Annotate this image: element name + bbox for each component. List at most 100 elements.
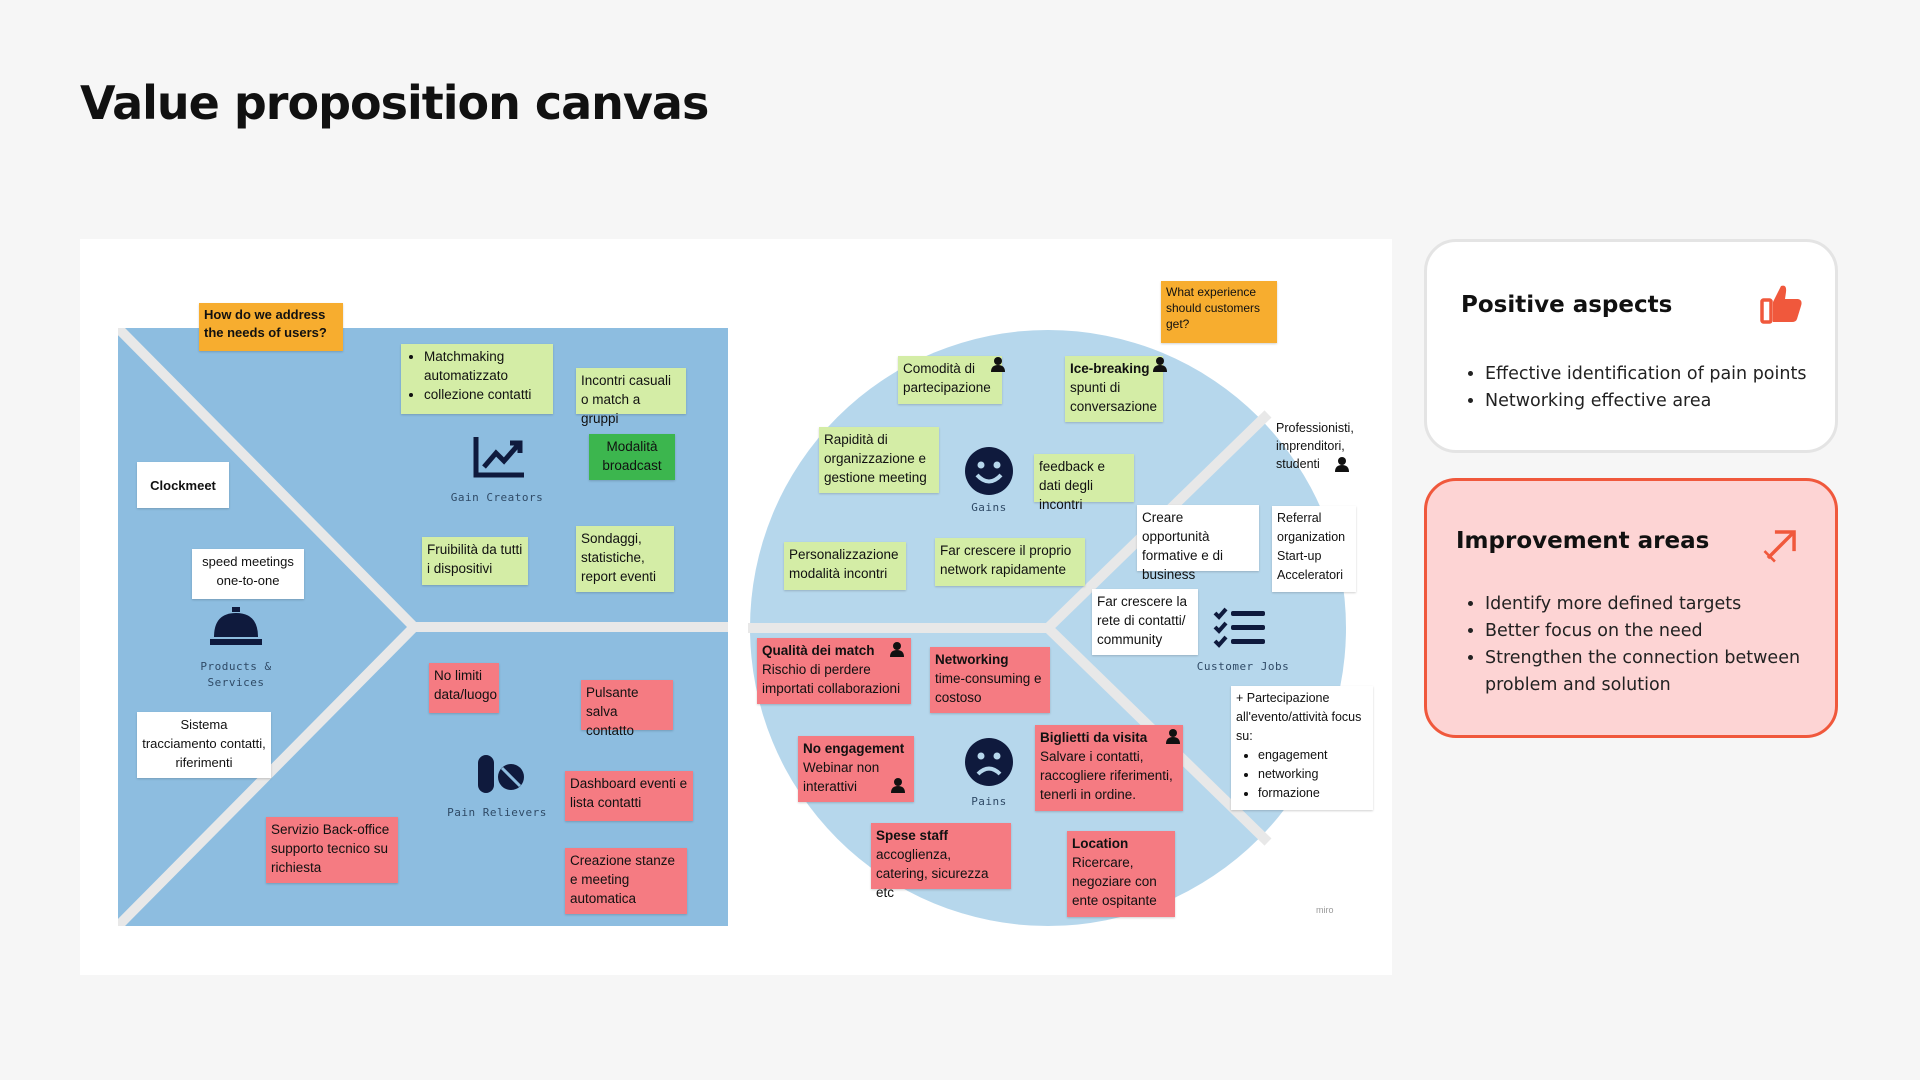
random-meetings: Incontri casuali o match a gruppi <box>581 373 672 426</box>
segments: Professionisti, imprenditori, studenti <box>1276 421 1354 471</box>
icebreaking-body: spunti di conversazione <box>1070 380 1158 414</box>
backoffice-note: Servizio Back-office supporto tecnico su… <box>266 817 398 883</box>
products-services-label: Products & Services <box>200 660 272 689</box>
comfort: Comodità di partecipazione <box>903 361 991 395</box>
backoffice: Servizio Back-office supporto tecnico su… <box>271 822 390 875</box>
positive-aspect-item: Effective identification of pain points <box>1485 361 1825 388</box>
location-body: Ricercare, negoziare con ente ospitante <box>1072 855 1157 908</box>
matchmaking-item: Matchmaking automatizzato <box>424 347 548 385</box>
customer-question-note: What experience should customers get? <box>1161 281 1277 343</box>
page-title: Value proposition canvas <box>80 76 709 130</box>
participation-note: + Partecipazione all'evento/attività foc… <box>1231 686 1373 810</box>
location-title: Location <box>1072 836 1129 851</box>
person-icon <box>991 357 1005 372</box>
save-button-text: Pulsante salva contatto <box>586 685 639 738</box>
matchmaking-list: Matchmaking automatizzato collezione con… <box>406 347 548 404</box>
pains-label: Pains <box>971 795 1007 808</box>
comfort-note: Comodità di partecipazione <box>898 356 1002 404</box>
improvement-areas-card: Improvement areas Identify more defined … <box>1424 478 1838 738</box>
miro-watermark: miro <box>1316 905 1334 915</box>
value-map-question: How do we address the needs of users? <box>204 307 327 340</box>
referral-note: Referral organization Start-up Accelerat… <box>1272 506 1356 592</box>
improvement-areas-title: Improvement areas <box>1456 528 1710 554</box>
product-name-note: Clockmeet <box>137 462 229 508</box>
chart-trend-icon <box>473 437 524 478</box>
positive-aspect-item: Networking effective area <box>1485 388 1825 415</box>
rapidity: Rapidità di organizzazione e gestione me… <box>824 432 927 485</box>
business-cards-title: Biglietti da visita <box>1040 730 1148 745</box>
save-button-note: Pulsante salva contatto <box>581 680 673 738</box>
engagement-body: Webinar non interattivi <box>803 760 880 794</box>
icebreaking-note: Ice-breaking spunti di conversazione <box>1065 356 1163 422</box>
networking-note: Networking time-consuming e costoso <box>930 647 1050 713</box>
rooms: Creazione stanze e meeting automatica <box>570 853 676 906</box>
opportunities: Creare opportunità formative e di busine… <box>1142 510 1224 582</box>
tracking-system-note: Sistema tracciamento contatti, riferimen… <box>137 712 271 778</box>
matchmaking-item: collezione contatti <box>424 385 548 404</box>
thumbs-up-icon <box>1760 285 1802 324</box>
smiley-icon <box>965 447 1013 495</box>
improvement-item: Identify more defined targets <box>1485 591 1825 618</box>
pain-relievers-label: Pain Relievers <box>447 806 547 819</box>
improvement-item: Better focus on the need <box>1485 618 1825 645</box>
usability-note: Fruibilità da tutti i dispositivi <box>422 537 528 585</box>
staff-costs-note: Spese staff accoglienza, catering, sicur… <box>871 823 1011 900</box>
gains-label: Gains <box>971 501 1007 514</box>
grow-network: Far crescere il proprio network rapidame… <box>940 543 1072 577</box>
staff-costs-body: accoglienza, catering, sicurezza etc <box>876 847 989 900</box>
person-icon <box>891 778 905 793</box>
no-limits: No limiti data/luogo <box>434 668 498 702</box>
person-icon <box>890 642 904 657</box>
business-cards-note: Biglietti da visita Salvare i contatti, … <box>1035 725 1183 811</box>
rapidity-note: Rapidità di organizzazione e gestione me… <box>819 427 939 493</box>
value-map-question-note: How do we address the needs of users? <box>199 303 343 351</box>
usability: Fruibilità da tutti i dispositivi <box>427 542 523 576</box>
feedback-note: feedback e dati degli incontri <box>1034 454 1134 512</box>
icebreaking-title: Ice-breaking <box>1070 361 1150 376</box>
improvement-areas-list: Identify more defined targets Better foc… <box>1461 591 1825 699</box>
speed-meetings: speed meetings one-to-one <box>202 554 294 588</box>
opportunities-note: Creare opportunità formative e di busine… <box>1137 505 1259 582</box>
segments-note: Professionisti, imprenditori, studenti <box>1271 416 1381 482</box>
quality-note: Qualità dei match Rischio di perdere imp… <box>757 638 911 704</box>
person-icon <box>1166 729 1180 744</box>
matchmaking-note: Matchmaking automatizzato collezione con… <box>401 344 553 414</box>
positive-aspects-title: Positive aspects <box>1461 292 1673 318</box>
person-icon <box>1335 457 1349 472</box>
sad-face-icon <box>965 738 1013 786</box>
participation-intro: + Partecipazione all'evento/attività foc… <box>1236 691 1362 743</box>
checklist-icon <box>1213 607 1265 648</box>
product-name: Clockmeet <box>150 477 216 493</box>
staff-costs-title: Spese staff <box>876 828 949 843</box>
canvas-image: How do we address the needs of users? Cl… <box>80 239 1392 975</box>
grow-contacts-note: Far crescere la rete di contatti/ commun… <box>1092 589 1198 655</box>
broadcast: Modalità broadcast <box>602 439 662 473</box>
quality-body: Rischio di perdere importati collaborazi… <box>762 662 901 696</box>
customer-jobs-label: Customer Jobs <box>1196 660 1290 673</box>
personalization: Personalizzazione modalità incontri <box>789 547 899 581</box>
dashboard: Dashboard eventi e lista contatti <box>570 776 688 810</box>
participation-list: engagement networking formazione <box>1236 746 1368 803</box>
personalization-note: Personalizzazione modalità incontri <box>784 542 906 590</box>
participation-item: networking <box>1258 765 1368 784</box>
surveys-note: Sondaggi, statistiche, report eventi <box>576 526 674 592</box>
pill-icon <box>478 755 524 793</box>
quality-title: Qualità dei match <box>762 643 875 658</box>
engagement-title: No engagement <box>803 741 905 756</box>
arrow-up-right-icon <box>1763 530 1796 563</box>
dashboard-note: Dashboard eventi e lista contatti <box>565 771 693 821</box>
improvement-item: Strengthen the connection between proble… <box>1485 645 1825 699</box>
random-meetings-note: Incontri casuali o match a gruppi <box>576 368 686 426</box>
gain-creators-label: Gain Creators <box>450 491 544 504</box>
tracking-system: Sistema tracciamento contatti, riferimen… <box>142 717 266 770</box>
person-icon <box>1153 357 1167 372</box>
referral: Referral organization Start-up Accelerat… <box>1277 511 1346 582</box>
speed-meetings-note: speed meetings one-to-one <box>192 549 304 599</box>
surveys: Sondaggi, statistiche, report eventi <box>581 531 657 584</box>
positive-aspects-card: Positive aspects Effective identificatio… <box>1424 239 1838 453</box>
grow-contacts: Far crescere la rete di contatti/ commun… <box>1097 594 1188 647</box>
networking-body: time-consuming e costoso <box>935 671 1042 705</box>
customer-question: What experience should customers get? <box>1166 285 1261 331</box>
grow-network-note: Far crescere il proprio network rapidame… <box>935 538 1085 586</box>
service-bell-icon <box>210 607 262 645</box>
